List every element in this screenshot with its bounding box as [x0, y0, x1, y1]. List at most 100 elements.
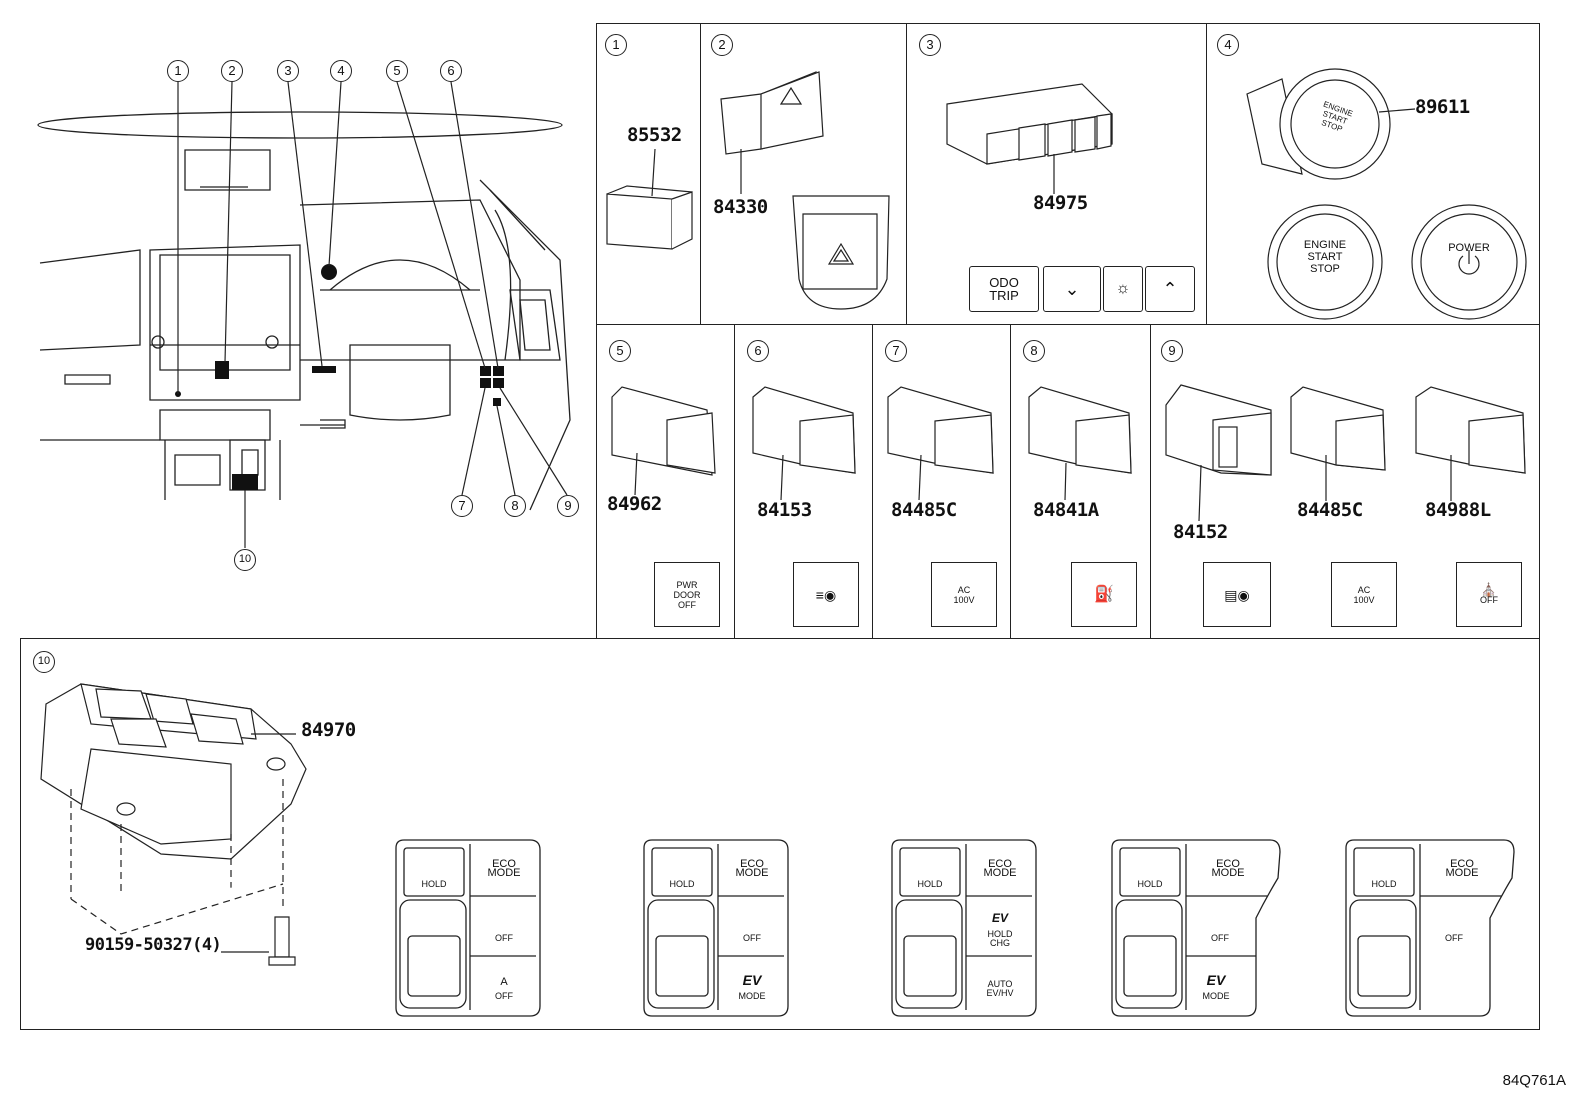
auto-off-label: OFF [495, 991, 513, 1001]
callout-5[interactable]: 5 [386, 60, 408, 82]
up-arrow-button[interactable]: ⌃ [1145, 266, 1195, 312]
callout-3[interactable]: 3 [277, 60, 299, 82]
hold-label: HOLD [1371, 879, 1397, 889]
panel-2-number: 2 [711, 34, 733, 56]
hold-chg-label: HOLD CHG [987, 929, 1013, 948]
pwr-door-off-switch[interactable]: PWR DOOR OFF [654, 562, 720, 627]
panel-8: 8 84841A ⛽ [1010, 324, 1152, 640]
panel-4-part-number: 89611 [1415, 96, 1470, 118]
console-variant-2: HOLD ECO MODE OFF EV MODE [638, 838, 792, 1018]
engine-start-stop-button[interactable]: ENGINE START STOP [1303, 239, 1347, 275]
ac-100v-switch-2[interactable]: AC 100V [1331, 562, 1397, 627]
vsc-off-label: OFF [1211, 933, 1229, 943]
panel-5: 5 84962 PWR DOOR OFF [596, 324, 736, 640]
diagram-code: 84Q761A [1502, 1072, 1566, 1089]
callout-9[interactable]: 9 [557, 495, 579, 517]
dashboard-overview: 1 2 3 4 5 6 7 8 9 10 [0, 0, 600, 600]
console-variant-4-outline [1111, 839, 1281, 1017]
callout-7[interactable]: 7 [451, 495, 473, 517]
connector-85532-drawing [606, 148, 693, 250]
panel-9-part-number-c: 84988L [1425, 499, 1491, 521]
console-variant-5: HOLD ECO MODE OFF [1340, 838, 1516, 1018]
dimmer-button[interactable]: ☼ [1103, 266, 1143, 312]
ev-mode-label: MODE [738, 991, 766, 1001]
auto-off-icon-letter: A [500, 976, 508, 988]
meter-switch-84975-drawing [946, 83, 1113, 194]
panel-5-part-number: 84962 [607, 493, 662, 515]
panel-6: 6 84153 ≡◉ [734, 324, 874, 640]
console-variant-4: HOLD ECO MODE OFF EV MODE [1106, 838, 1282, 1018]
panel-4: 4 89611 ENGINE START STOP ENGINE START S… [1206, 23, 1540, 326]
skid-car-icon: ⛪ [1480, 581, 1498, 597]
dashboard-line-art [37, 81, 571, 548]
ev-mode-label: MODE [1202, 991, 1230, 1001]
ev-icon-label: EV [991, 911, 1008, 925]
console-variant-5-outline [1345, 839, 1515, 1017]
start-button-drawing [1246, 68, 1527, 320]
odo-trip-label: ODO TRIP [989, 275, 1019, 303]
vsc-off-switch[interactable]: ⛪ OFF [1456, 562, 1522, 627]
eco-mode-label: ECO MODE [735, 858, 769, 879]
panel-1: 1 85532 [596, 23, 702, 326]
vsc-off-label: OFF [1480, 594, 1498, 605]
hold-label: HOLD [1137, 879, 1163, 889]
ac-100v-label: AC 100V [953, 584, 975, 605]
console-variant-1-outline [395, 839, 541, 1017]
callout-1[interactable]: 1 [167, 60, 189, 82]
panel-4-number: 4 [1217, 34, 1239, 56]
vsc-off-label: OFF [495, 933, 513, 943]
panel-6-number: 6 [747, 340, 769, 362]
chevron-up-icon: ⌃ [1162, 279, 1178, 299]
callout-8[interactable]: 8 [504, 495, 526, 517]
eco-mode-label: ECO MODE [487, 858, 521, 879]
callout-10[interactable]: 10 [234, 549, 256, 571]
panel-3-number: 3 [919, 34, 941, 56]
eco-mode-label: ECO MODE [1445, 858, 1479, 879]
ev-icon-label: EV [1206, 972, 1226, 988]
headlight-auto-icon: ≡◉ [815, 586, 837, 603]
console-switch-assembly-drawing [40, 683, 307, 966]
pwr-door-switch-drawing [611, 386, 716, 496]
power-button[interactable]: POWER [1448, 242, 1490, 254]
bolt-part-number: 90159-50327(4) [85, 935, 222, 955]
headlight-level-icon: ▤◉ [1224, 586, 1250, 603]
eco-mode-label: ECO MODE [1211, 858, 1245, 879]
ac-100v-switch[interactable]: AC 100V [931, 562, 997, 627]
ac-100v-label-2: AC 100V [1353, 584, 1375, 605]
down-arrow-button[interactable]: ⌄ [1043, 266, 1101, 312]
hold-label: HOLD [669, 879, 695, 889]
panel-6-part-number: 84153 [757, 499, 812, 521]
dimmer-icon: ☼ [1115, 280, 1131, 297]
auto-headlight-switch-drawing [752, 386, 856, 501]
console-variant-3: HOLD ECO MODE EV HOLD CHG AUTO EV/HV [886, 838, 1040, 1018]
vsc-off-label: OFF [743, 933, 761, 943]
panel-1-part-number: 85532 [627, 124, 682, 146]
panel-9-switches-drawing [1165, 384, 1526, 522]
panel-10-number: 10 [33, 651, 55, 673]
panel-8-part-number: 84841A [1033, 499, 1099, 521]
callout-2[interactable]: 2 [221, 60, 243, 82]
panel-10-part-number: 84970 [301, 719, 356, 741]
panel-7-part-number: 84485C [891, 499, 957, 521]
auto-headlight-switch[interactable]: ≡◉ [793, 562, 859, 627]
ac-100v-switch-drawing [887, 386, 994, 501]
panel-8-number: 8 [1023, 340, 1045, 362]
panel-9-part-number-a: 84152 [1173, 521, 1228, 543]
panel-7: 7 84485C AC 100V [872, 324, 1012, 640]
odo-trip-button[interactable]: ODO TRIP [969, 266, 1039, 312]
hold-label: HOLD [917, 879, 943, 889]
hazard-switch-drawing [720, 71, 890, 310]
fuel-door-switch[interactable]: ⛽ [1071, 562, 1137, 627]
vsc-off-label: OFF [1445, 933, 1463, 943]
callout-4[interactable]: 4 [330, 60, 352, 82]
fuel-pump-icon: ⛽ [1094, 585, 1114, 603]
panel-9-number: 9 [1161, 340, 1183, 362]
dimmer-dial-switch[interactable]: ▤◉ [1203, 562, 1271, 627]
panel-3-part-number: 84975 [1033, 192, 1088, 214]
pwr-door-off-label: PWR DOOR OFF [673, 579, 701, 610]
callout-6[interactable]: 6 [440, 60, 462, 82]
panel-9: 9 84152 84485C 84988L ▤◉ AC 100V ⛪ OFF [1150, 324, 1540, 640]
console-variant-3-outline [891, 839, 1037, 1017]
panel-9-part-number-b: 84485C [1297, 499, 1363, 521]
fuel-door-switch-drawing [1028, 386, 1132, 501]
